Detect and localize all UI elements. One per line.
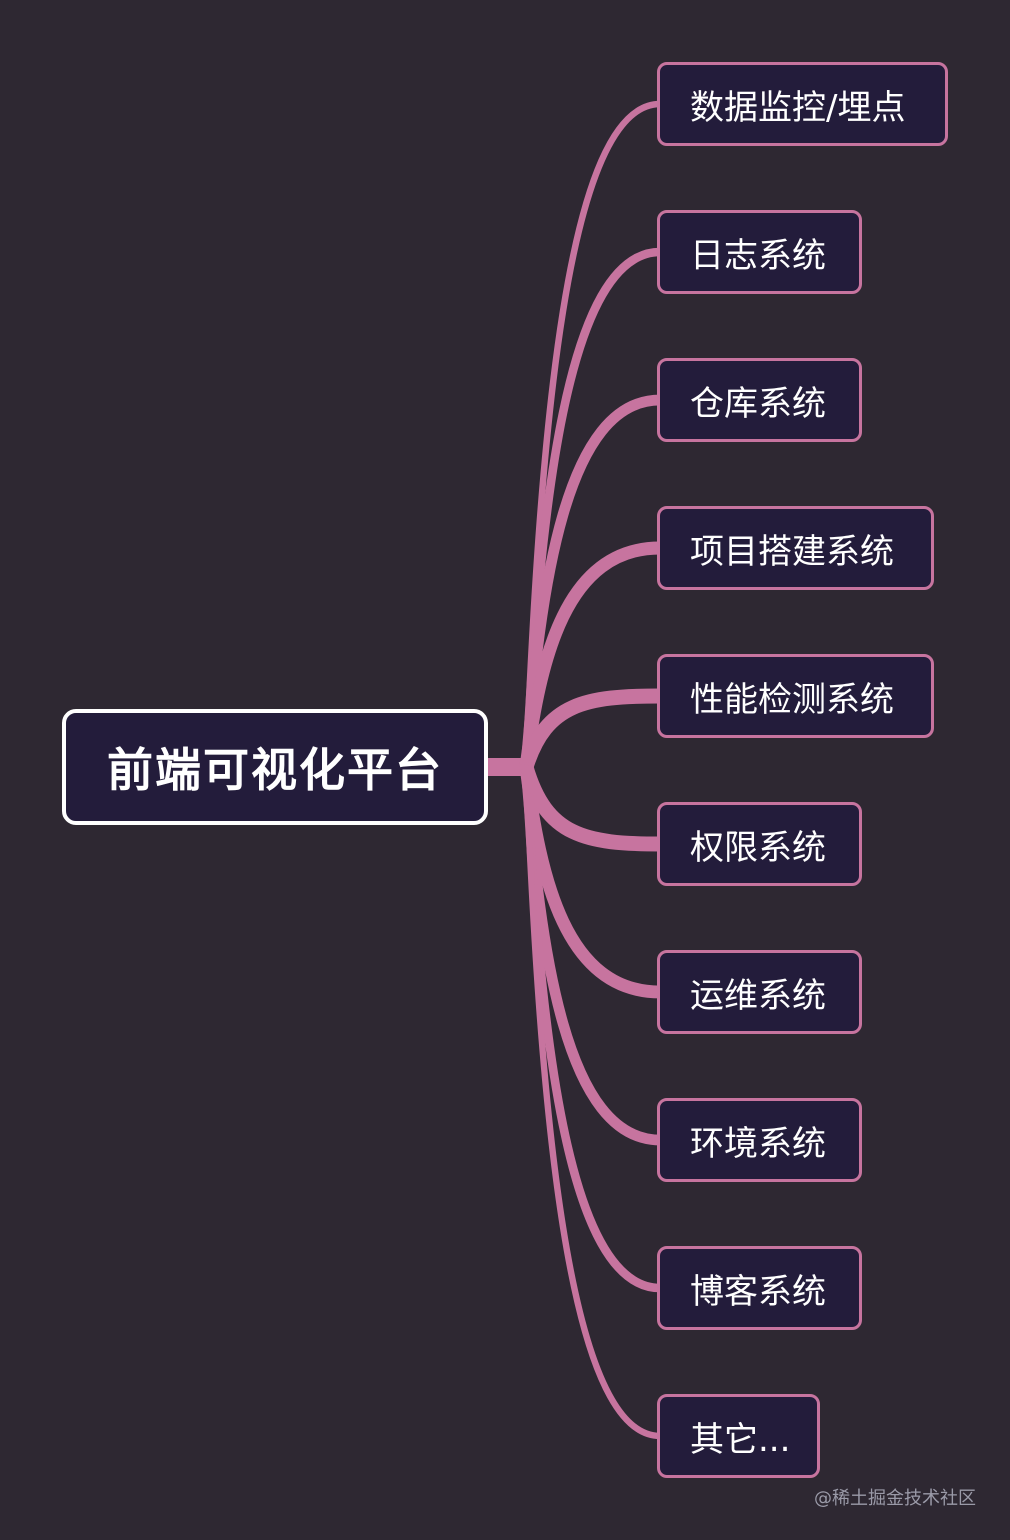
branch-connector-4 xyxy=(518,688,668,775)
branch-connector-3 xyxy=(519,541,667,774)
child-node-environment-system: 环境系统 xyxy=(657,1098,862,1182)
child-node-project-scaffold-system: 项目搭建系统 xyxy=(657,506,934,590)
child-node-data-monitoring: 数据监控/埋点 xyxy=(657,62,948,146)
child-node-blog-system: 博客系统 xyxy=(657,1246,862,1330)
watermark: @稀土掘金技术社区 xyxy=(814,1488,976,1509)
child-node-repository-system: 仓库系统 xyxy=(657,358,862,442)
root-node: 前端可视化平台 xyxy=(62,709,488,825)
branch-connector-9 xyxy=(522,763,664,1440)
child-node-ops-system: 运维系统 xyxy=(657,950,862,1034)
child-node-performance-system: 性能检测系统 xyxy=(657,654,934,738)
child-node-permission-system: 权限系统 xyxy=(657,802,862,886)
child-node-log-system: 日志系统 xyxy=(657,210,862,294)
branch-connector-5 xyxy=(518,759,668,852)
child-node-others: 其它... xyxy=(657,1394,820,1478)
